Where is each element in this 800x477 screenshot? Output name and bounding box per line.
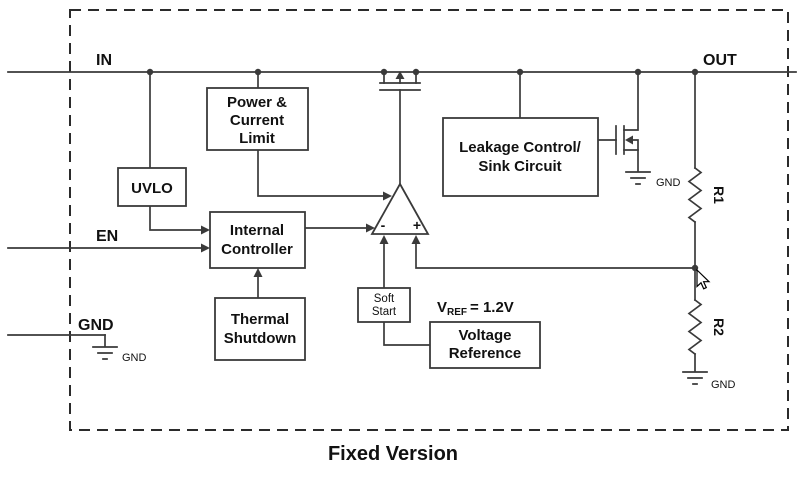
amp-minus-sign: - <box>381 217 386 233</box>
arrowhead-sink-fet-body <box>625 135 633 145</box>
soft-start-line2: Start <box>372 306 397 318</box>
power-limit-box <box>206 87 309 151</box>
vref-value: = 1.2V <box>470 299 514 316</box>
voltage-reference-box <box>429 321 541 369</box>
ic-boundary <box>69 9 789 431</box>
arrowheads <box>201 71 633 277</box>
block-leakage-control: Leakage Control/Sink Circuit <box>442 117 599 197</box>
arrowhead-amp-plus <box>411 235 421 244</box>
power-limit-line1: Power & <box>227 94 287 111</box>
junction-dot-sink-fet <box>634 68 642 76</box>
gnd-label-fet: GND <box>656 177 681 189</box>
pin-label-out: OUT <box>703 52 737 69</box>
arrowhead-en <box>201 243 210 253</box>
diagram-caption: Fixed Version <box>328 443 458 465</box>
leakage-control-box <box>442 117 599 197</box>
internal-controller-line1: Internal <box>230 222 284 239</box>
error-amplifier: - + <box>370 182 430 235</box>
arrowhead-controller-amp <box>366 223 375 233</box>
vref-subscript: REF <box>447 307 467 318</box>
thermal-shutdown-box <box>214 297 306 361</box>
wire-uvlo-to-controller <box>149 205 203 231</box>
ground-symbol-pin <box>92 334 118 360</box>
resistor-label-r1: R1 <box>711 186 727 204</box>
gnd-label-divider: GND <box>711 379 736 391</box>
arrowhead-thermal <box>253 268 263 277</box>
voltage-reference-line2: Reference <box>449 345 522 362</box>
ground-symbol-divider <box>682 353 708 385</box>
error-amplifier-triangle <box>370 182 430 235</box>
pin-label-in: IN <box>96 52 112 69</box>
voltage-reference-line1: Voltage <box>458 327 511 344</box>
junction-dot-fet-drain <box>412 68 420 76</box>
uvlo-label: UVLO <box>131 180 173 197</box>
junction-dot-leakage <box>516 68 524 76</box>
soft-start-line1: Soft <box>374 293 395 305</box>
thermal-shutdown-line2: Shutdown <box>224 330 296 347</box>
soft-start-box <box>357 287 411 323</box>
thermal-shutdown-line1: Thermal <box>231 311 289 328</box>
power-limit-line2: Current <box>230 112 284 129</box>
wire-softstart-to-reference <box>383 321 431 346</box>
leakage-control-line2: Sink Circuit <box>478 158 561 175</box>
ground-symbol-fet <box>625 149 651 185</box>
arrowhead-power-limit-amp <box>383 191 392 201</box>
block-uvlo: UVLO <box>117 167 187 207</box>
arrowhead-uvlo <box>201 225 210 235</box>
gnd-label-pin: GND <box>122 352 147 364</box>
pin-label-en: EN <box>96 228 118 245</box>
junction-dot-r1 <box>691 68 699 76</box>
resistor-label-r2: R2 <box>711 318 727 336</box>
amp-plus-sign: + <box>413 217 421 233</box>
resistor-r1 <box>687 166 703 224</box>
vref-label: VREF= 1.2V <box>437 299 514 318</box>
internal-controller-box <box>209 211 306 269</box>
uvlo-box <box>117 167 187 207</box>
arrowhead-amp-minus <box>379 235 389 244</box>
sink-fet-leads <box>623 71 639 151</box>
arrowhead-pass-fet-body <box>395 71 405 79</box>
vref-v: V <box>437 299 447 316</box>
mouse-cursor <box>696 268 711 290</box>
wire-power-limit-to-amp <box>257 149 385 197</box>
resistor-r2 <box>687 298 703 356</box>
power-limit-line3: Limit <box>239 130 275 147</box>
leakage-control-line1: Leakage Control/ <box>459 139 582 156</box>
junction-dot-power-limit <box>254 68 262 76</box>
wires <box>7 71 797 385</box>
junction-dot-fet-source <box>380 68 388 76</box>
junction-dot-uvlo <box>146 68 154 76</box>
wire-feedback <box>415 243 696 269</box>
pin-label-gnd: GND <box>78 317 114 334</box>
internal-controller-line2: Controller <box>221 241 293 258</box>
leakage-control-label: Leakage Control/Sink Circuit <box>459 139 582 175</box>
